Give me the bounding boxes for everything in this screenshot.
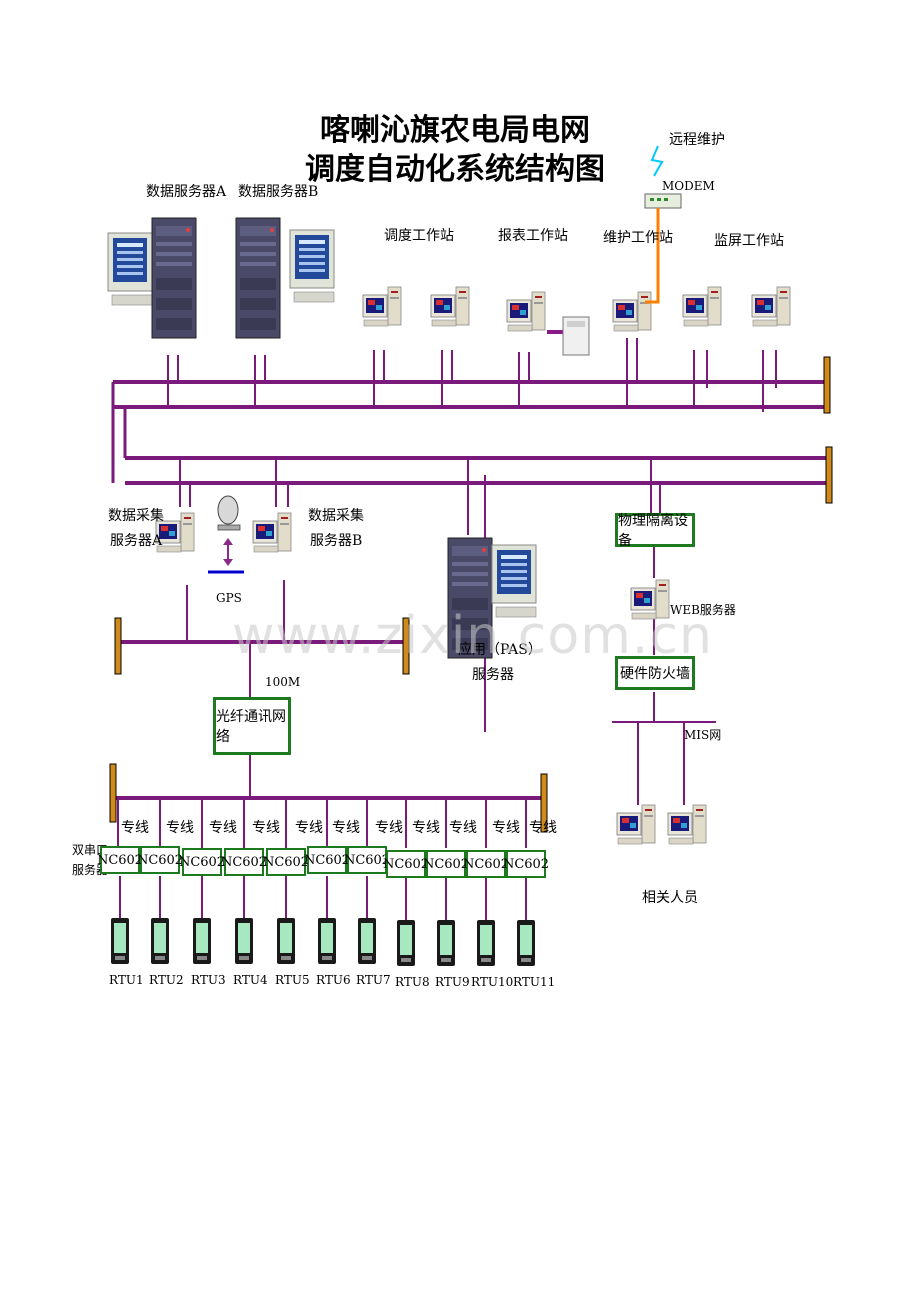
fiber-network-box: 光纤通讯网络 <box>213 697 291 755</box>
modem-label: MODEM <box>662 179 715 193</box>
dedicated-line-label: 专线 <box>121 820 149 836</box>
diagram-title-line1: 喀喇沁旗农电局电网 <box>320 113 590 148</box>
web-server-label: WEB服务器 <box>670 603 736 617</box>
dedicated-line-label: 专线 <box>295 820 323 836</box>
nc602-box: NC602 <box>422 850 470 878</box>
hardware-firewall-label: 硬件防火墙 <box>620 666 690 682</box>
dedicated-line-label: 专线 <box>166 820 194 836</box>
pas-server-label-line2: 服务器 <box>472 667 514 683</box>
fiber-network-label: 光纤通讯网络 <box>216 709 286 745</box>
acq-server-b-label-line1: 数据采集 <box>308 508 364 524</box>
rtu-label: RTU10 <box>471 975 514 989</box>
nc602-box: NC602 <box>343 846 391 874</box>
dedicated-line-label: 专线 <box>412 820 440 836</box>
dedicated-line-label: 专线 <box>332 820 360 836</box>
nc602-box: NC602 <box>382 850 430 878</box>
rtu-label: RTU9 <box>435 975 470 989</box>
nc602-label: NC602 <box>422 856 470 872</box>
rtu-label: RTU3 <box>191 973 226 987</box>
nc602-label: NC602 <box>220 854 268 870</box>
rtu-label: RTU5 <box>275 973 310 987</box>
nc602-box: NC602 <box>262 848 310 876</box>
nc602-box: NC602 <box>220 848 268 876</box>
dual-serial-label-line1: 双串口 <box>72 843 109 857</box>
acq-server-a-label-line1: 数据采集 <box>108 508 164 524</box>
nc602-box: NC602 <box>502 850 550 878</box>
rtu-label: RTU11 <box>513 975 556 989</box>
dedicated-line-label: 专线 <box>252 820 280 836</box>
maintenance-workstation-label: 维护工作站 <box>603 230 673 246</box>
rtu-label: RTU2 <box>149 973 184 987</box>
nc602-label: NC602 <box>462 856 510 872</box>
nc602-label: NC602 <box>382 856 430 872</box>
dispatch-workstation-label: 调度工作站 <box>384 228 454 244</box>
bandwidth-label: 100M <box>265 675 301 689</box>
hardware-firewall-box: 硬件防火墙 <box>615 656 695 690</box>
rtu-label: RTU6 <box>316 973 351 987</box>
nc602-box: NC602 <box>96 846 144 874</box>
nc602-box: NC602 <box>462 850 510 878</box>
dual-serial-label-line2: 服务器 <box>72 863 109 877</box>
mis-network-label: MIS网 <box>684 728 722 742</box>
dedicated-line-label: 专线 <box>529 820 557 836</box>
physical-isolation-label: 物理隔离设备 <box>618 513 688 549</box>
data-server-a-label: 数据服务器A <box>146 184 227 200</box>
nc602-label: NC602 <box>343 852 391 868</box>
dedicated-line-label: 专线 <box>209 820 237 836</box>
nc602-label: NC602 <box>262 854 310 870</box>
rtu-label: RTU7 <box>356 973 391 987</box>
acq-server-b-label-line2: 服务器B <box>310 533 363 549</box>
nc602-label: NC602 <box>96 852 144 868</box>
gps-label: GPS <box>216 591 242 605</box>
data-server-b-label: 数据服务器B <box>238 184 319 200</box>
remote-maintenance-label: 远程维护 <box>669 132 725 148</box>
nc602-box: NC602 <box>303 846 351 874</box>
watermark: www.zixin.com.cn <box>232 606 713 666</box>
diagram-title-line2: 调度自动化系统结构图 <box>305 152 605 187</box>
nc602-label: NC602 <box>303 852 351 868</box>
rtu-label: RTU1 <box>109 973 144 987</box>
physical-isolation-box: 物理隔离设备 <box>615 513 695 549</box>
dedicated-line-label: 专线 <box>492 820 520 836</box>
acq-server-a-label-line2: 服务器A <box>110 533 163 549</box>
report-workstation-label: 报表工作站 <box>498 228 568 244</box>
related-staff-label: 相关人员 <box>642 890 698 906</box>
nc602-label: NC602 <box>502 856 550 872</box>
dedicated-line-label: 专线 <box>449 820 477 836</box>
rtu-label: RTU8 <box>395 975 430 989</box>
nc602-box: NC602 <box>136 846 184 874</box>
dedicated-line-label: 专线 <box>375 820 403 836</box>
pas-server-label-line1: 应用（PAS） <box>458 642 542 658</box>
nc602-label: NC602 <box>136 852 184 868</box>
nc602-label: NC602 <box>178 854 226 870</box>
rtu-label: RTU4 <box>233 973 268 987</box>
monitor-workstation-label: 监屏工作站 <box>714 233 784 249</box>
nc602-box: NC602 <box>178 848 226 876</box>
